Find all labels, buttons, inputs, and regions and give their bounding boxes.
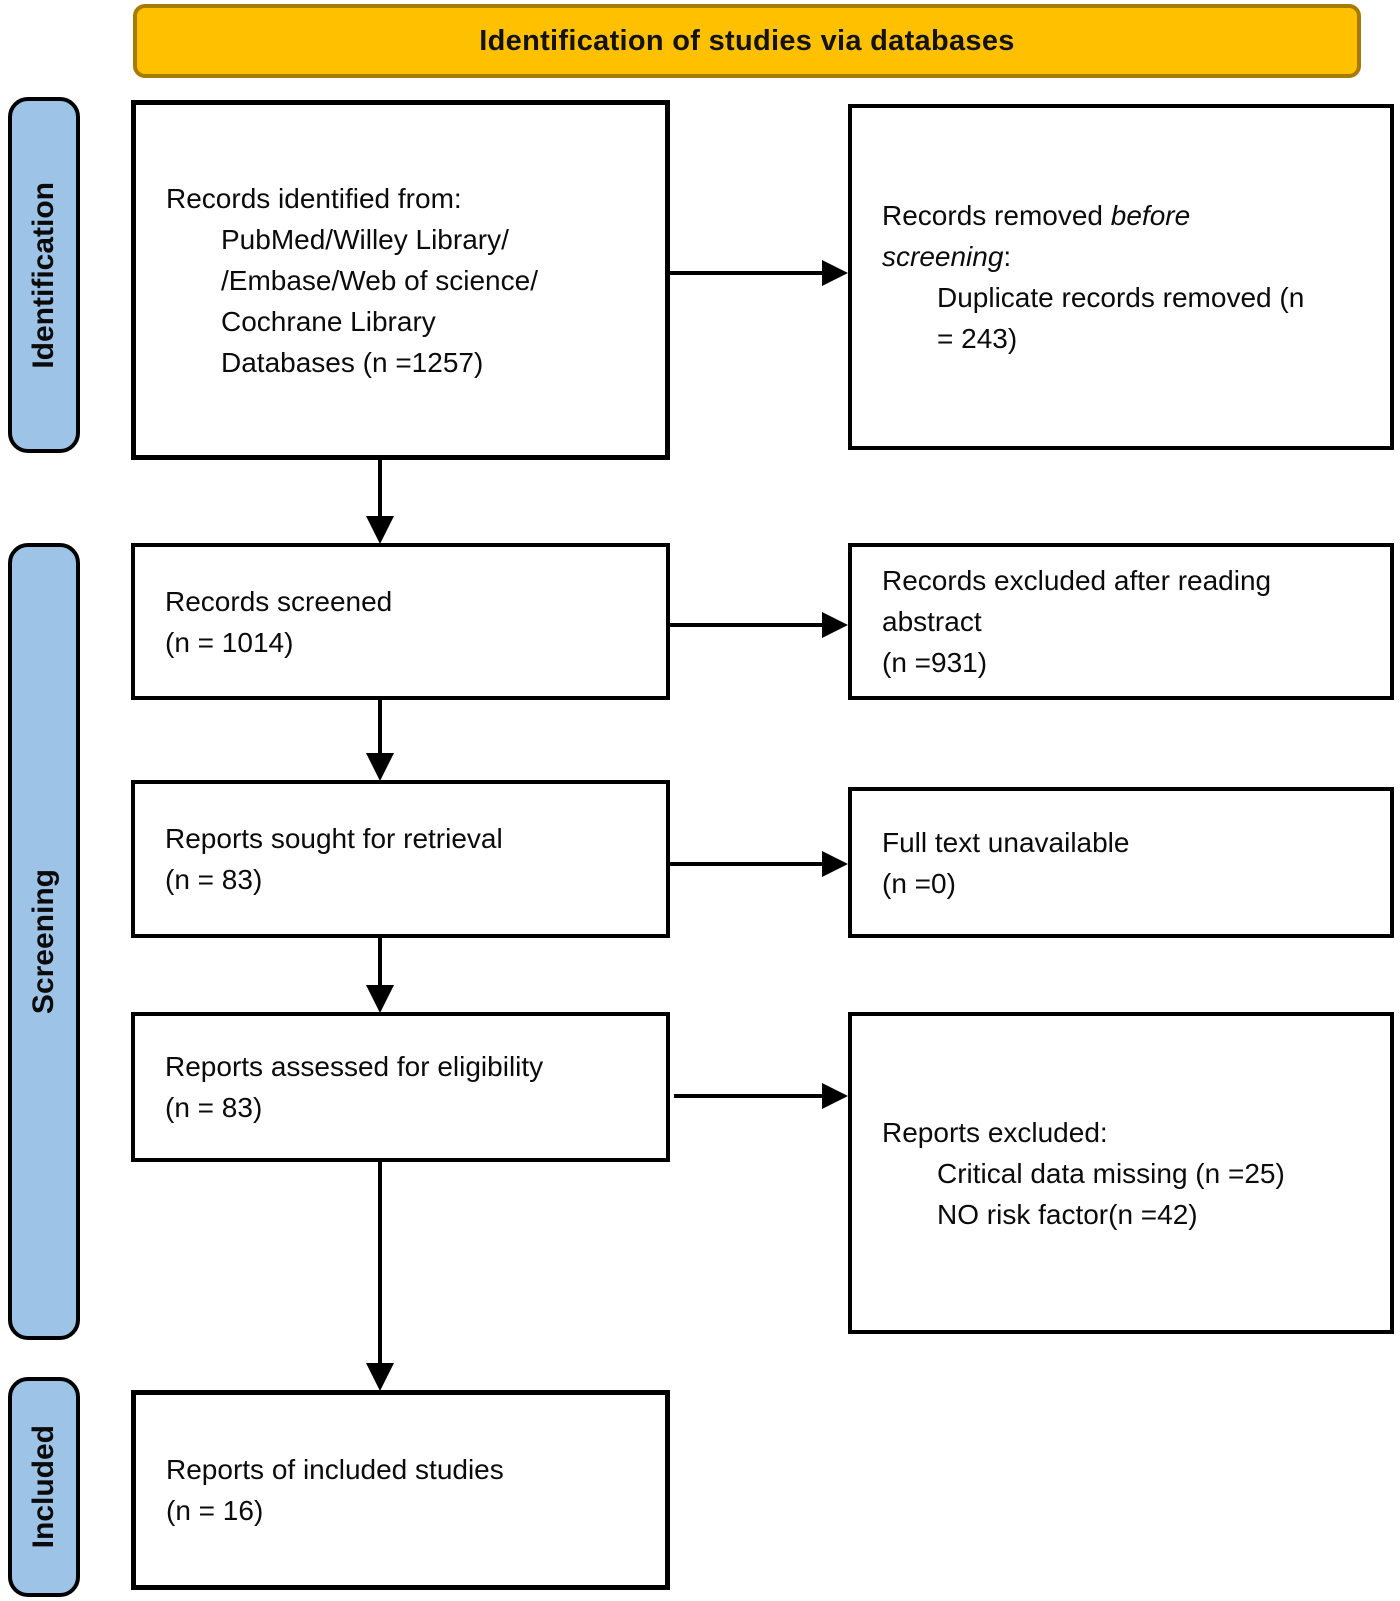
box-records-removed: Records removed before screening: Duplic… (848, 104, 1394, 450)
stage-band-identification: Identification (8, 97, 80, 453)
records-identified-detail: /Embase/Web of science/ (221, 264, 538, 296)
arrow-assessed-to-included (378, 1162, 382, 1364)
records-identified-detail: Cochrane Library (221, 305, 436, 337)
arrow-screened-to-excluded (670, 623, 822, 627)
box-records-screened: Records screened (n = 1014) (131, 543, 670, 700)
box-records-excluded-abstract: Records excluded after reading abstract … (848, 543, 1394, 700)
records-excluded-line: Records excluded after reading (882, 565, 1272, 596)
records-removed-title-line1: Records removed before (882, 195, 1190, 236)
records-screened-line: Records screened (165, 585, 393, 617)
fulltext-unavailable-count: (n =0) (882, 867, 956, 899)
records-removed-italic-before: before (1110, 200, 1191, 231)
reports-excluded-detail: NO risk factor(n =42) (937, 1198, 1198, 1230)
arrow-screened-to-sought (378, 700, 382, 754)
box-fulltext-unavailable: Full text unavailable (n =0) (848, 787, 1394, 938)
reports-included-line: Reports of included studies (166, 1454, 504, 1485)
box-reports-excluded: Reports excluded: Critical data missing … (848, 1012, 1394, 1334)
stage-band-screening: Screening (8, 543, 80, 1340)
records-identified-title: Records identified from: (166, 182, 462, 214)
records-removed-title-line2: screening: (882, 236, 1011, 277)
records-identified-detail: PubMed/Willey Library/ (221, 223, 509, 255)
stage-band-included: Included (8, 1377, 80, 1597)
records-screened-count: (n = 1014) (165, 626, 294, 658)
box-reports-assessed: Reports assessed for eligibility (n = 83… (131, 1012, 670, 1162)
arrow-sought-to-unavailable (670, 862, 822, 866)
records-removed-detail: Duplicate records removed (n (937, 282, 1305, 313)
reports-assessed-count: (n = 83) (165, 1092, 263, 1123)
arrow-sought-to-assessed (378, 938, 382, 986)
banner: Identification of studies via databases (133, 4, 1361, 78)
reports-excluded-detail: Critical data missing (n =25) (937, 1157, 1285, 1189)
arrow-identified-to-removed (670, 271, 822, 275)
banner-title: Identification of studies via databases (479, 24, 1015, 57)
box-records-identified: Records identified from: PubMed/Willey L… (131, 100, 670, 460)
arrow-assessed-to-excluded (674, 1094, 822, 1098)
reports-sought-count: (n = 83) (165, 864, 263, 895)
box-reports-sought: Reports sought for retrieval (n = 83) (131, 780, 670, 938)
records-excluded-line: abstract (882, 606, 982, 637)
stage-label-screening: Screening (27, 868, 60, 1015)
reports-assessed-line: Reports assessed for eligibility (165, 1051, 544, 1082)
records-excluded-count: (n =931) (882, 647, 988, 678)
stage-label-identification: Identification (27, 181, 60, 369)
records-removed-normal-text: Records removed (882, 200, 1111, 231)
fulltext-unavailable-line: Full text unavailable (882, 826, 1130, 858)
reports-excluded-title: Reports excluded: (882, 1116, 1108, 1148)
arrow-identified-to-screened (378, 460, 382, 517)
records-removed-colon: : (1003, 241, 1012, 272)
stage-label-included: Included (27, 1425, 60, 1549)
records-identified-detail: Databases (n =1257) (221, 346, 484, 378)
records-removed-detail: = 243) (937, 323, 1018, 354)
box-reports-included: Reports of included studies (n = 16) (131, 1390, 670, 1590)
reports-sought-line: Reports sought for retrieval (165, 823, 503, 854)
records-removed-italic-screening: screening (882, 241, 1004, 272)
reports-included-count: (n = 16) (166, 1495, 264, 1526)
